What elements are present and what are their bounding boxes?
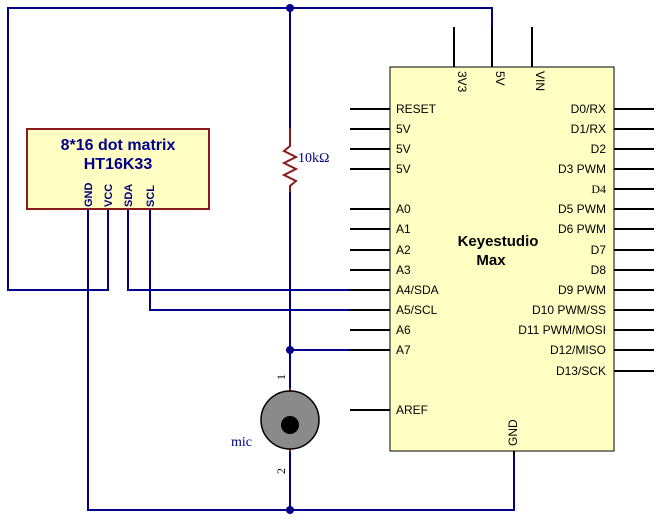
wire-top-5v (290, 7, 493, 64)
dot-matrix-pin-sda: SDA (123, 184, 135, 207)
junction-bottom (286, 506, 294, 514)
board-pin-left-a6-label: A6 (396, 323, 411, 337)
dot-matrix-chip: HT16K33 (84, 156, 153, 173)
board-pin-left-5v-label: 5V (396, 162, 411, 176)
board-pin-right-d13-sck-label: D13/SCK (556, 364, 606, 378)
wire-scl (149, 210, 352, 311)
junction-a7 (286, 346, 294, 354)
board-pin-right-d5-pwm-label: D5 PWM (558, 202, 606, 216)
board-model: Max (476, 252, 506, 269)
board-pin-right-d3-pwm-label: D3 PWM (558, 162, 606, 176)
mic-label: mic (231, 435, 252, 450)
mic-pin-2: 2 (274, 468, 288, 474)
mic-pin-1: 1 (274, 374, 288, 380)
dot-matrix-title: 8*16 dot matrix (61, 137, 176, 154)
board-pin-gnd-label: GND (506, 419, 520, 446)
board-pin-right-d7-label: D7 (591, 243, 607, 257)
board-top-pins: 3V3 5V VIN (453, 27, 547, 93)
board: Keyestudio Max 3V3 5V VIN RESET 5V 5V 5V A0A1A… (350, 27, 654, 455)
board-pin-right-d10-pwm-ss-label: D10 PWM/SS (532, 303, 606, 317)
board-pin-5v-top-label: 5V (493, 71, 507, 86)
board-bottom-pin: GND (506, 419, 520, 455)
board-pin-right-d8-label: D8 (591, 263, 607, 277)
microphone: 1 2 mic (231, 374, 320, 474)
board-pin-left-a7-label: A7 (396, 343, 411, 357)
board-pin-right-d0-rx-label: D0/RX (571, 102, 606, 116)
dot-matrix-pin-vcc: VCC (103, 184, 115, 207)
board-pin-left-a3-label: A3 (396, 263, 411, 277)
board-pin-left-a5-scl-label: A5/SCL (396, 303, 438, 317)
resistor-label: 10kΩ (298, 151, 329, 166)
board-name: Keyestudio (458, 233, 539, 250)
board-pin-left-a0-label: A0 (396, 202, 411, 216)
dot-matrix-pin-gnd: GND (83, 183, 95, 208)
wire-sda (127, 210, 352, 291)
board-pin-left-a1-label: A1 (396, 222, 411, 236)
board-pin-right-d11-pwm-mosi-label: D11 PWM/MOSI (518, 323, 606, 337)
junction-top (286, 4, 294, 12)
board-body (389, 66, 615, 452)
board-pin-left-5v-label: 5V (396, 142, 411, 156)
board-pin-3v3-top-label: 3V3 (455, 71, 469, 93)
resistor-zigzag (281, 128, 299, 192)
junctions (286, 4, 294, 514)
board-pin-vin-top-label: VIN (533, 71, 547, 91)
dot-matrix-pin-scl: SCL (145, 185, 157, 207)
wire-top-left (7, 7, 290, 291)
board-pin-right-d2-label: D2 (591, 142, 607, 156)
wires (7, 7, 515, 511)
board-pin-right-d12-miso-label: D12/MISO (550, 343, 606, 357)
board-pin-left-reset-label: RESET (396, 102, 437, 116)
mic-capsule (281, 416, 299, 434)
board-pin-left-a4-sda-label: A4/SDA (396, 283, 439, 297)
dot-matrix-module: 8*16 dot matrix HT16K33 GND VCC SDA SCL (26, 128, 210, 210)
board-pin-left-aref-label: AREF (396, 403, 428, 417)
board-pin-right-d4-label: D4 (591, 182, 606, 196)
board-pin-left-a2-label: A2 (396, 243, 411, 257)
board-pin-right-d6-pwm-label: D6 PWM (558, 222, 606, 236)
wire-bottom-gnd (87, 210, 515, 511)
board-pin-left-5v-label: 5V (396, 122, 411, 136)
board-pin-right-d1-rx-label: D1/RX (571, 122, 606, 136)
dot-matrix-body (26, 128, 210, 210)
board-pin-right-d9-pwm-label: D9 PWM (558, 283, 606, 297)
resistor: 10kΩ (281, 128, 329, 192)
